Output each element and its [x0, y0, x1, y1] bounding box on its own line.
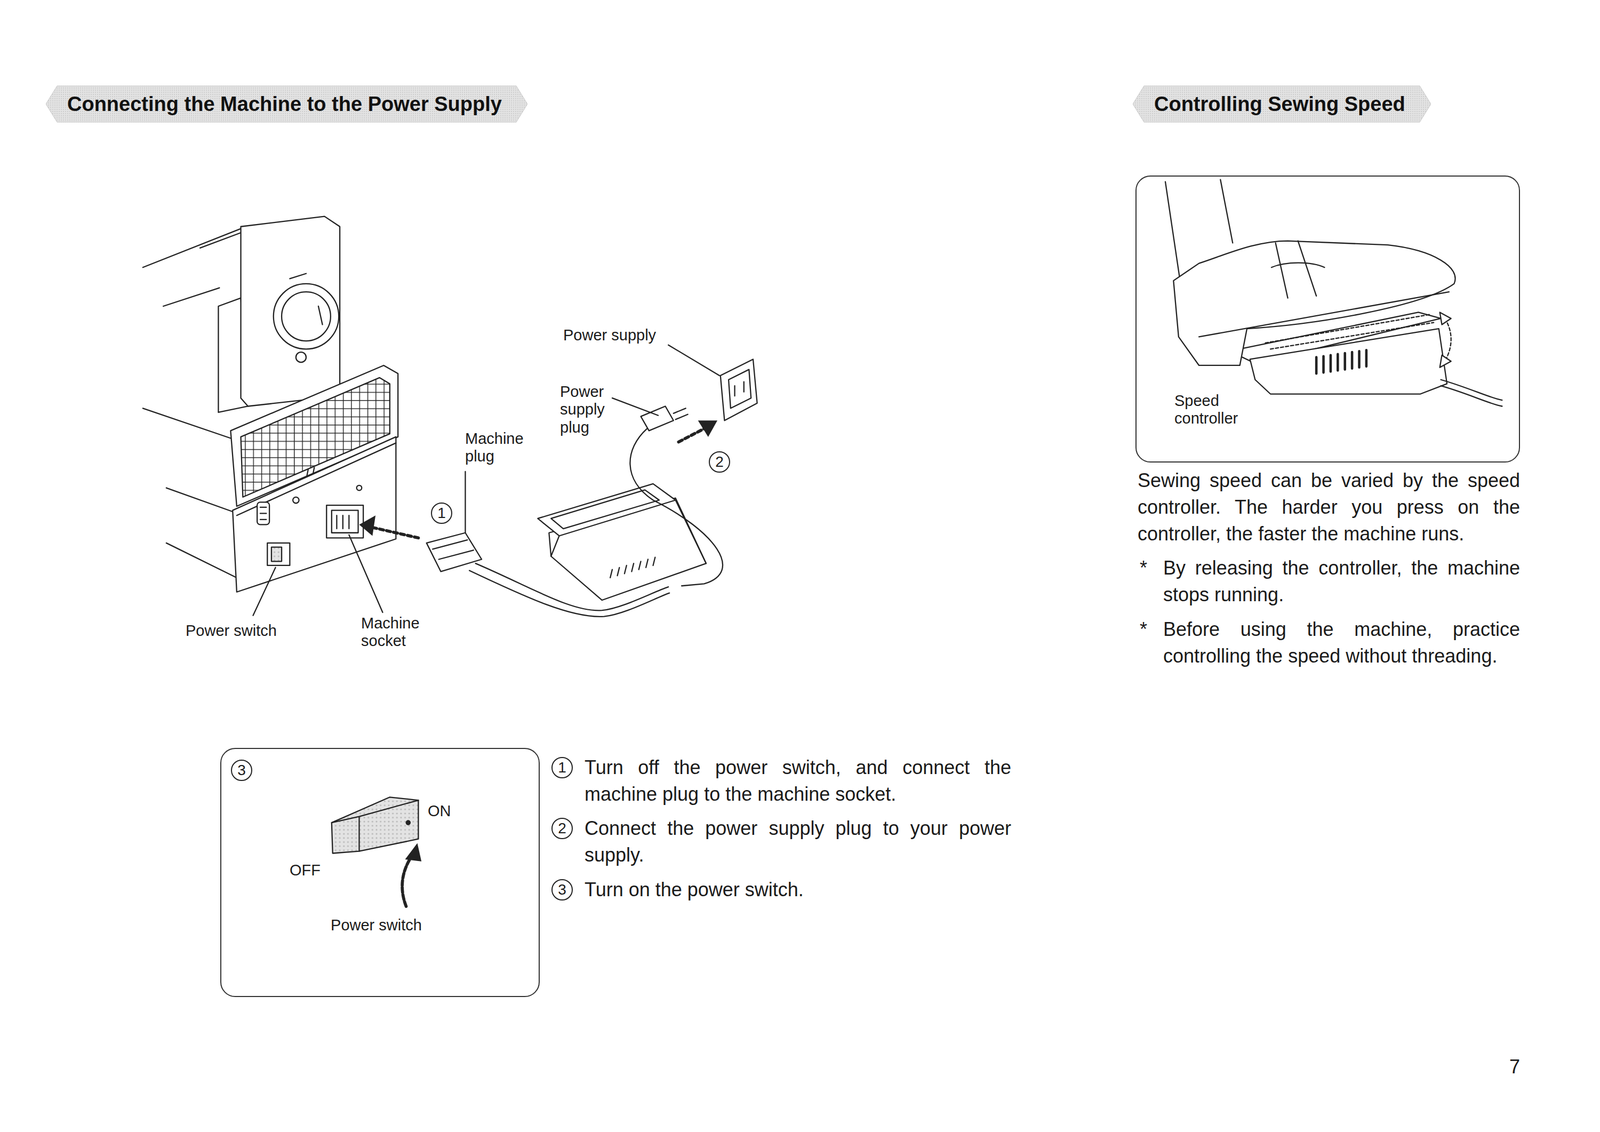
callout-number: 3: [230, 759, 253, 781]
power-plug: [641, 405, 688, 431]
part-label: Power switch: [185, 621, 277, 640]
bullet-mark: *: [1139, 554, 1148, 582]
step-number: 2: [551, 817, 573, 839]
note-text: Before using the machine, practice contr…: [1163, 616, 1520, 670]
callout-number: 2: [708, 451, 731, 473]
section-banner: Controlling Sewing Speed: [1132, 85, 1431, 123]
step-number: 3: [551, 878, 573, 901]
step-text: Turn on the power switch.: [584, 876, 1012, 903]
banner-fill: [1132, 85, 1431, 123]
section-title: Controlling Sewing Speed: [1132, 92, 1427, 116]
figure-label: OFF: [289, 861, 321, 879]
part-label: Machine socket: [361, 614, 431, 651]
callout-text: 2: [715, 454, 724, 470]
part-label: Machine plug: [465, 429, 535, 466]
wall-outlet: [720, 358, 758, 421]
figure-box: OFF ON Power switch 3: [220, 747, 540, 997]
callout-text: 1: [437, 505, 446, 521]
callout-text: 3: [557, 882, 567, 898]
foot-controller: [537, 428, 723, 600]
bullet-mark: *: [1139, 616, 1148, 643]
body-text: Sewing speed can be varied by the speed …: [1137, 467, 1520, 548]
part-label: Power supply: [563, 326, 656, 344]
page-number: 7: [1509, 1053, 1520, 1080]
callout-text: 3: [237, 762, 246, 778]
step-text: Connect the power supply plug to your po…: [584, 814, 1012, 869]
figure-label: Speed controller: [1174, 392, 1260, 428]
banner-fill: [45, 85, 528, 123]
note-text: By releasing the controller, the machine…: [1163, 554, 1520, 608]
callout-text: 2: [557, 820, 567, 836]
step-text: Turn off the power switch, and connect t…: [584, 754, 1012, 808]
callout-text: 1: [557, 760, 567, 775]
figure-label: Power switch: [221, 916, 532, 934]
part-label: Power supply plug: [560, 382, 614, 437]
section-title: Connecting the Machine to the Power Supp…: [45, 92, 524, 116]
leader-line: [252, 345, 719, 616]
foot-on-pedal: [1165, 179, 1502, 407]
figure-label: ON: [427, 802, 452, 820]
step-number: 1: [551, 756, 573, 779]
sewing-machine: [142, 216, 398, 592]
figure-box: Speed controller: [1135, 175, 1520, 463]
rocker-switch: [331, 796, 422, 907]
callout-number: 1: [430, 502, 453, 524]
section-banner: Connecting the Machine to the Power Supp…: [45, 85, 528, 123]
